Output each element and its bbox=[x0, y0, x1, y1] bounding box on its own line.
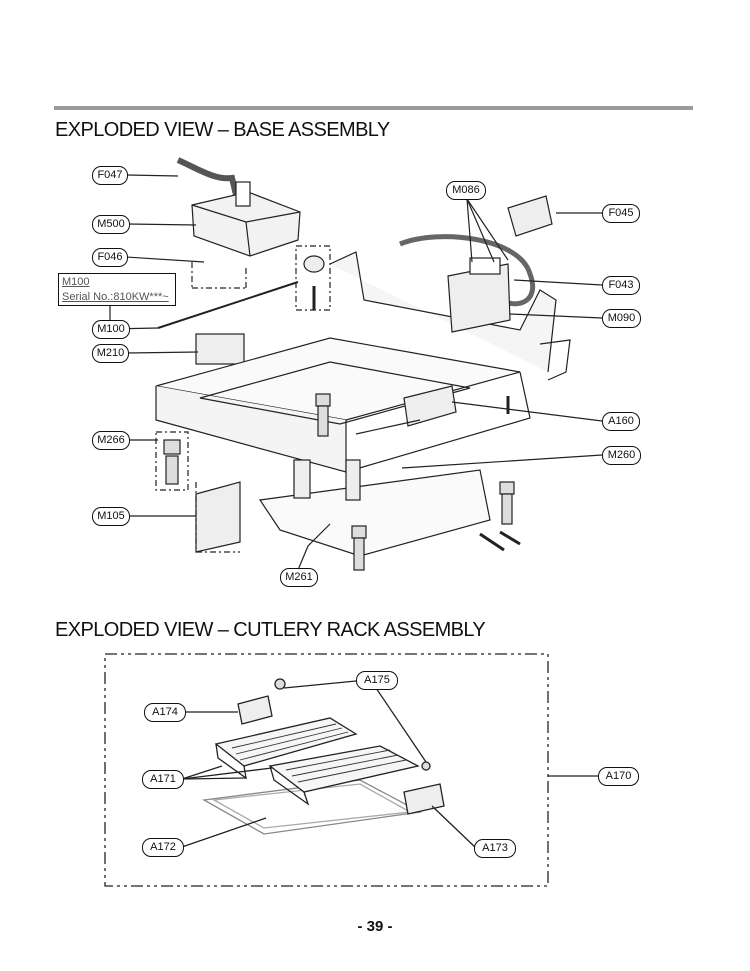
callout-m090: M090 bbox=[602, 309, 641, 328]
callout-m500: M500 bbox=[92, 215, 130, 234]
page-number: - 39 - bbox=[357, 918, 393, 935]
callout-f046: F046 bbox=[92, 248, 128, 267]
callout-a174: A174 bbox=[144, 703, 186, 722]
callout-m086: M086 bbox=[446, 181, 486, 200]
callout-m105: M105 bbox=[92, 507, 130, 526]
callout-f043: F043 bbox=[602, 276, 640, 295]
callout-a171: A171 bbox=[142, 770, 184, 789]
note-part-code: M100 bbox=[62, 276, 90, 288]
callout-f045: F045 bbox=[602, 204, 640, 223]
callout-m261: M261 bbox=[280, 568, 318, 587]
callout-a160: A160 bbox=[602, 412, 640, 431]
m100-serial-note: M100 Serial No.:810KW***~ bbox=[58, 273, 176, 306]
callout-a170: A170 bbox=[598, 767, 639, 786]
callout-f047: F047 bbox=[92, 166, 128, 185]
callout-m210: M210 bbox=[92, 344, 129, 363]
cutlery-rack-assembly-heading: EXPLODED VIEW – CUTLERY RACK ASSEMBLY bbox=[55, 619, 486, 641]
callout-m100: M100 bbox=[92, 320, 130, 339]
callout-a173: A173 bbox=[474, 839, 516, 858]
base-assembly-heading: EXPLODED VIEW – BASE ASSEMBLY bbox=[55, 119, 390, 141]
note-serial-number: Serial No.:810KW***~ bbox=[62, 291, 169, 303]
callout-m260: M260 bbox=[602, 446, 641, 465]
callout-m266: M266 bbox=[92, 431, 130, 450]
callout-a175: A175 bbox=[356, 671, 398, 690]
callout-a172: A172 bbox=[142, 838, 184, 857]
header-rule bbox=[54, 106, 693, 110]
